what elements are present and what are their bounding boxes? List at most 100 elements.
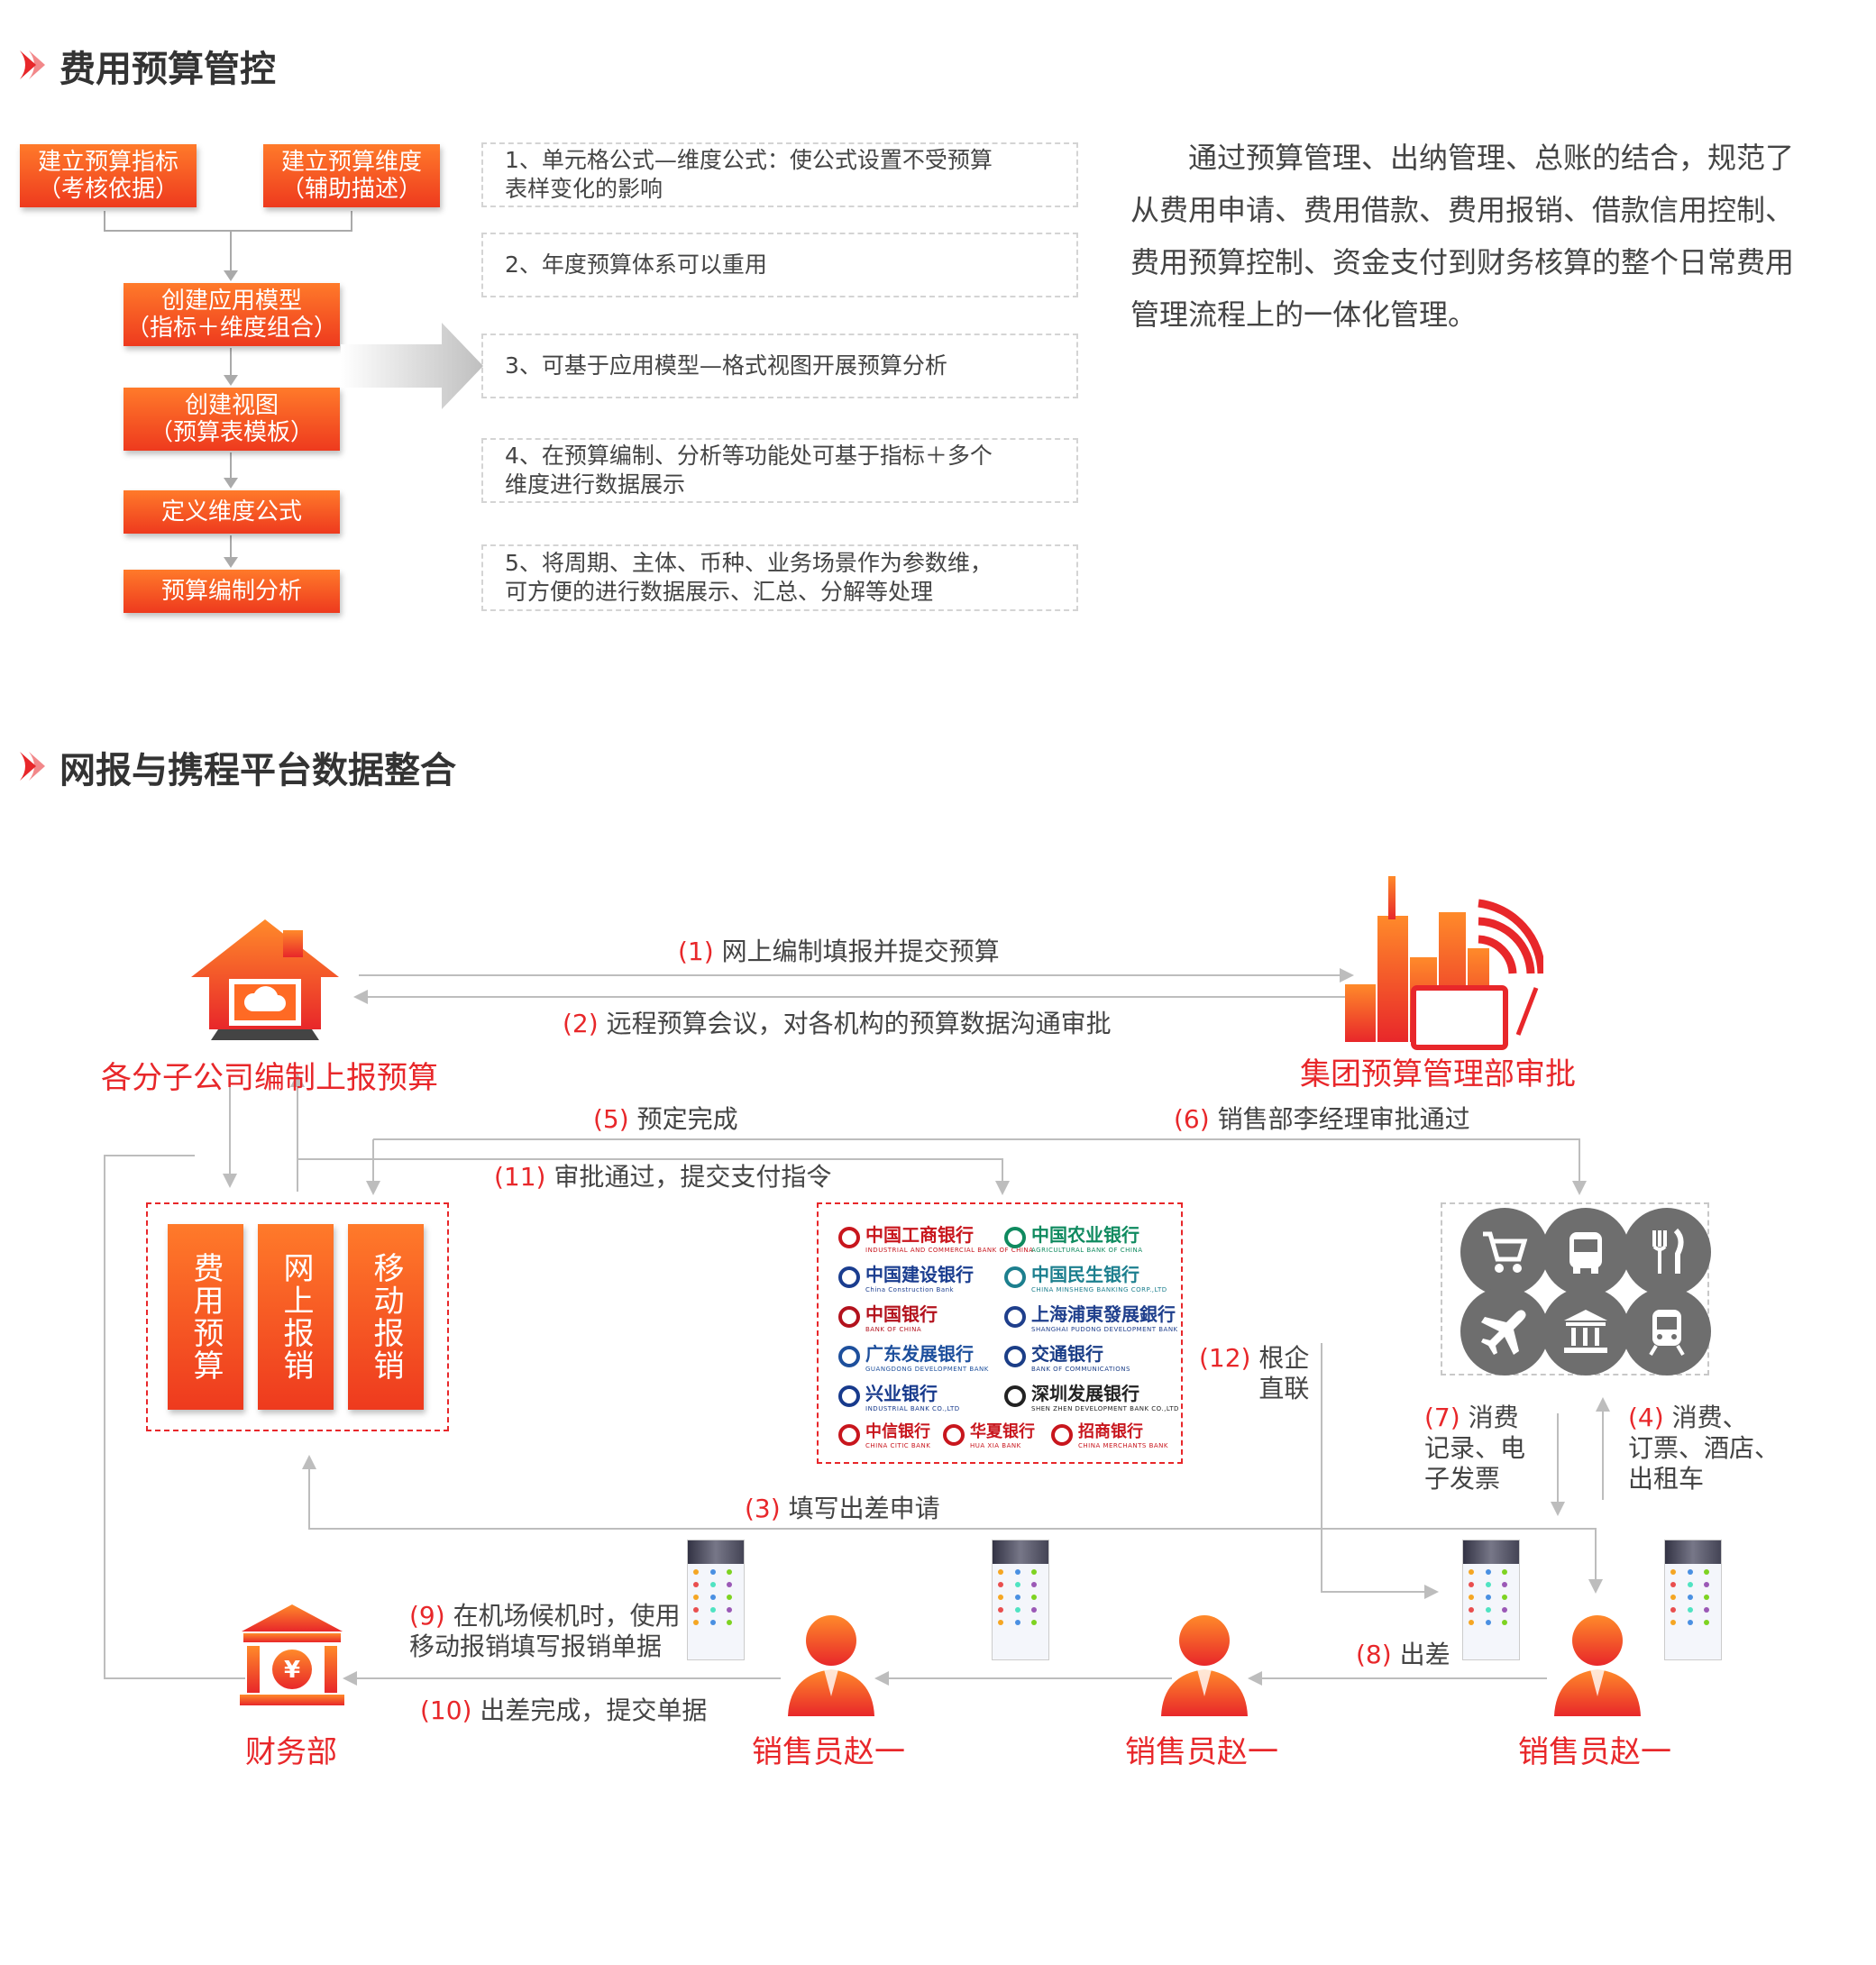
section-title-integration: 网报与携程平台数据整合 — [59, 750, 456, 791]
bank-emblem-icon — [1004, 1385, 1026, 1407]
group-headquarters-icon — [1345, 876, 1543, 1050]
app-icon-dot — [998, 1607, 1003, 1613]
flow-box-analysis: 预算编制分析 — [124, 570, 340, 613]
app-icon-dot — [1469, 1595, 1474, 1600]
app-icon-dot — [693, 1607, 699, 1613]
app-icon-dot — [1031, 1569, 1038, 1575]
budget-description: 通过预算管理、出纳管理、总账的结合，规范了 从费用申请、费用借款、费用报销、借款… — [1130, 141, 1795, 332]
modules-group — [146, 1202, 449, 1431]
flow-box-formula: 定义维度公式 — [124, 490, 340, 534]
bank-emblem-icon — [1004, 1346, 1026, 1367]
app-icon-dot — [727, 1569, 733, 1575]
bank-name: 中国银行 — [865, 1303, 938, 1325]
bank-english-name: INDUSTRIAL AND COMMERCIAL BANK OF CHINA — [865, 1247, 1034, 1254]
app-icon-dot — [709, 1595, 716, 1600]
bank-english-name: HUA XIA BANK — [970, 1442, 1021, 1449]
group-approval-label: 集团预算管理部审批 — [1300, 1056, 1576, 1092]
step-11-label: (11) 审批通过，提交支付指令 — [494, 1162, 832, 1192]
app-icon-dot — [1704, 1582, 1710, 1587]
bank-emblem-icon — [1004, 1266, 1026, 1288]
app-icon-dot — [1031, 1582, 1038, 1587]
app-icon-dot — [1687, 1607, 1693, 1613]
app-icon-dot — [1704, 1569, 1710, 1575]
app-icon-dot — [1502, 1582, 1508, 1587]
app-icon-dot — [998, 1620, 1003, 1625]
bank-name: 华夏银行 — [970, 1422, 1035, 1441]
module-mobile-reimbursement[interactable]: 移动报销 — [348, 1224, 424, 1410]
bank-emblem-icon — [838, 1306, 860, 1328]
bank-english-name: SHEN ZHEN DEVELOPMENT BANK CO.,LTD — [1031, 1405, 1179, 1412]
bank-emblem-icon — [943, 1423, 965, 1446]
app-icon-dot — [1687, 1620, 1693, 1625]
point-box-1: 1、单元格公式—维度公式：使公式设置不受预算表样变化的影响 — [481, 142, 1078, 207]
module-online-reimbursement[interactable]: 网上报销 — [258, 1224, 334, 1410]
app-icon-dot — [1670, 1595, 1676, 1600]
app-icon-dot — [1469, 1607, 1474, 1613]
branch-company-label: 各分子公司编制上报预算 — [101, 1060, 438, 1096]
bank-name: 交通银行 — [1031, 1343, 1103, 1365]
point-box-5: 5、将周期、主体、币种、业务场景作为参数维，可方便的进行数据展示、汇总、分解等处… — [481, 544, 1078, 611]
section-title-budget: 费用预算管控 — [59, 49, 276, 90]
app-icon-dot — [709, 1620, 716, 1625]
bank-english-name: BANK OF CHINA — [865, 1326, 922, 1333]
module-expense-budget[interactable]: 费用预算 — [168, 1224, 243, 1410]
bus-icon — [1542, 1208, 1630, 1296]
app-icon-dot — [1485, 1569, 1491, 1575]
bank-english-name: INDUSTRIAL BANK CO.,LTD — [865, 1405, 960, 1412]
branch-company-icon — [191, 919, 339, 1040]
bank-emblem-icon — [838, 1266, 860, 1288]
bank-name: 招商银行 — [1078, 1422, 1143, 1441]
app-icon-dot — [1014, 1569, 1020, 1575]
budget-flow-connectors — [104, 211, 352, 568]
app-icon-dot — [1502, 1607, 1508, 1613]
big-arrow-icon — [341, 323, 483, 409]
app-icon-dot — [693, 1620, 699, 1625]
shopping-cart-icon — [1460, 1208, 1549, 1296]
travel-services-group — [1441, 1202, 1709, 1376]
app-icon-dot — [1469, 1569, 1474, 1575]
app-icon-dot — [1485, 1607, 1491, 1613]
step-3-label: (3) 填写出差申请 — [745, 1494, 940, 1523]
train-icon — [1623, 1287, 1711, 1376]
app-icon-dot — [1704, 1595, 1710, 1600]
app-icon-dot — [693, 1595, 699, 1600]
flow-box-dimension: 建立预算维度（辅助描述） — [263, 144, 440, 207]
app-icon-dot — [1502, 1569, 1508, 1575]
app-icon-dot — [1670, 1569, 1676, 1575]
app-icon-dot — [1502, 1595, 1508, 1600]
bank-name: 中国农业银行 — [1031, 1224, 1139, 1246]
app-icon-dot — [693, 1582, 699, 1587]
flow-box-view: 创建视图（预算表模板） — [124, 388, 340, 451]
app-icon-dot — [1031, 1607, 1038, 1613]
restaurant-icon — [1623, 1208, 1711, 1296]
app-icon-dot — [1502, 1620, 1508, 1625]
bank-english-name: BANK OF COMMUNICATIONS — [1031, 1366, 1130, 1373]
banks-group — [817, 1202, 1183, 1464]
app-icon-dot — [1014, 1620, 1020, 1625]
app-icon-dot — [998, 1569, 1003, 1575]
section-marker-icon — [20, 752, 45, 781]
app-icon-dot — [727, 1595, 733, 1600]
app-icon-dot — [709, 1582, 716, 1587]
app-icon-dot — [1014, 1607, 1020, 1613]
bank-name: 中国民生银行 — [1031, 1264, 1139, 1285]
bank-english-name: CHINA MERCHANTS BANK — [1078, 1442, 1168, 1449]
app-icon-dot — [1031, 1595, 1038, 1600]
app-icon-dot — [1469, 1620, 1474, 1625]
bank-english-name: CHINA MINSHENG BANKING CORP.,LTD — [1031, 1286, 1167, 1293]
app-icon-dot — [1014, 1595, 1020, 1600]
app-icon-dot — [709, 1569, 716, 1575]
app-icon-dot — [1485, 1582, 1491, 1587]
app-icon-dot — [1031, 1620, 1038, 1625]
point-box-4: 4、在预算编制、分析等功能处可基于指标＋多个维度进行数据展示 — [481, 438, 1078, 503]
bank-emblem-icon — [1004, 1227, 1026, 1248]
step-7-label: (7) 消费 记录、电 子发票 — [1424, 1403, 1526, 1494]
mobile-app-screenshot — [687, 1540, 745, 1660]
flow-box-model: 创建应用模型（指标＋维度组合） — [124, 283, 340, 346]
